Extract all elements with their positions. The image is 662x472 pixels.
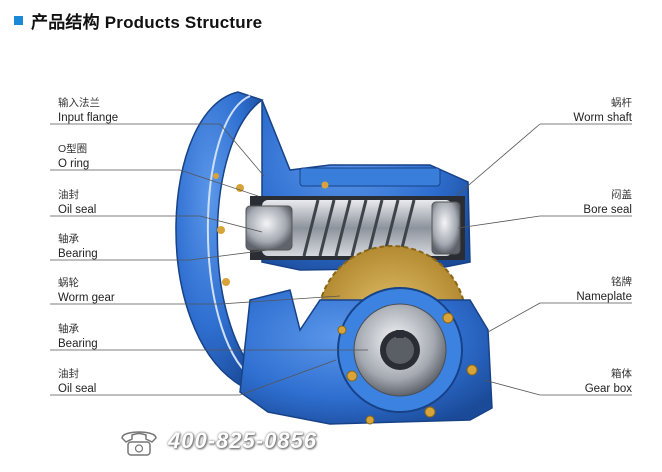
phone-watermark: 400-825-0856 xyxy=(118,424,317,458)
phone-number: 400-825-0856 xyxy=(168,428,318,453)
gear-box xyxy=(239,287,493,425)
leader-lines xyxy=(50,123,632,396)
phone-icon xyxy=(121,431,157,456)
page-title: 产品结构 Products Structure xyxy=(31,12,263,32)
header-marker xyxy=(14,15,23,25)
input-flange xyxy=(175,91,264,386)
section-header: 产品结构 Products Structure xyxy=(14,8,262,32)
worm-shaft xyxy=(245,196,465,260)
